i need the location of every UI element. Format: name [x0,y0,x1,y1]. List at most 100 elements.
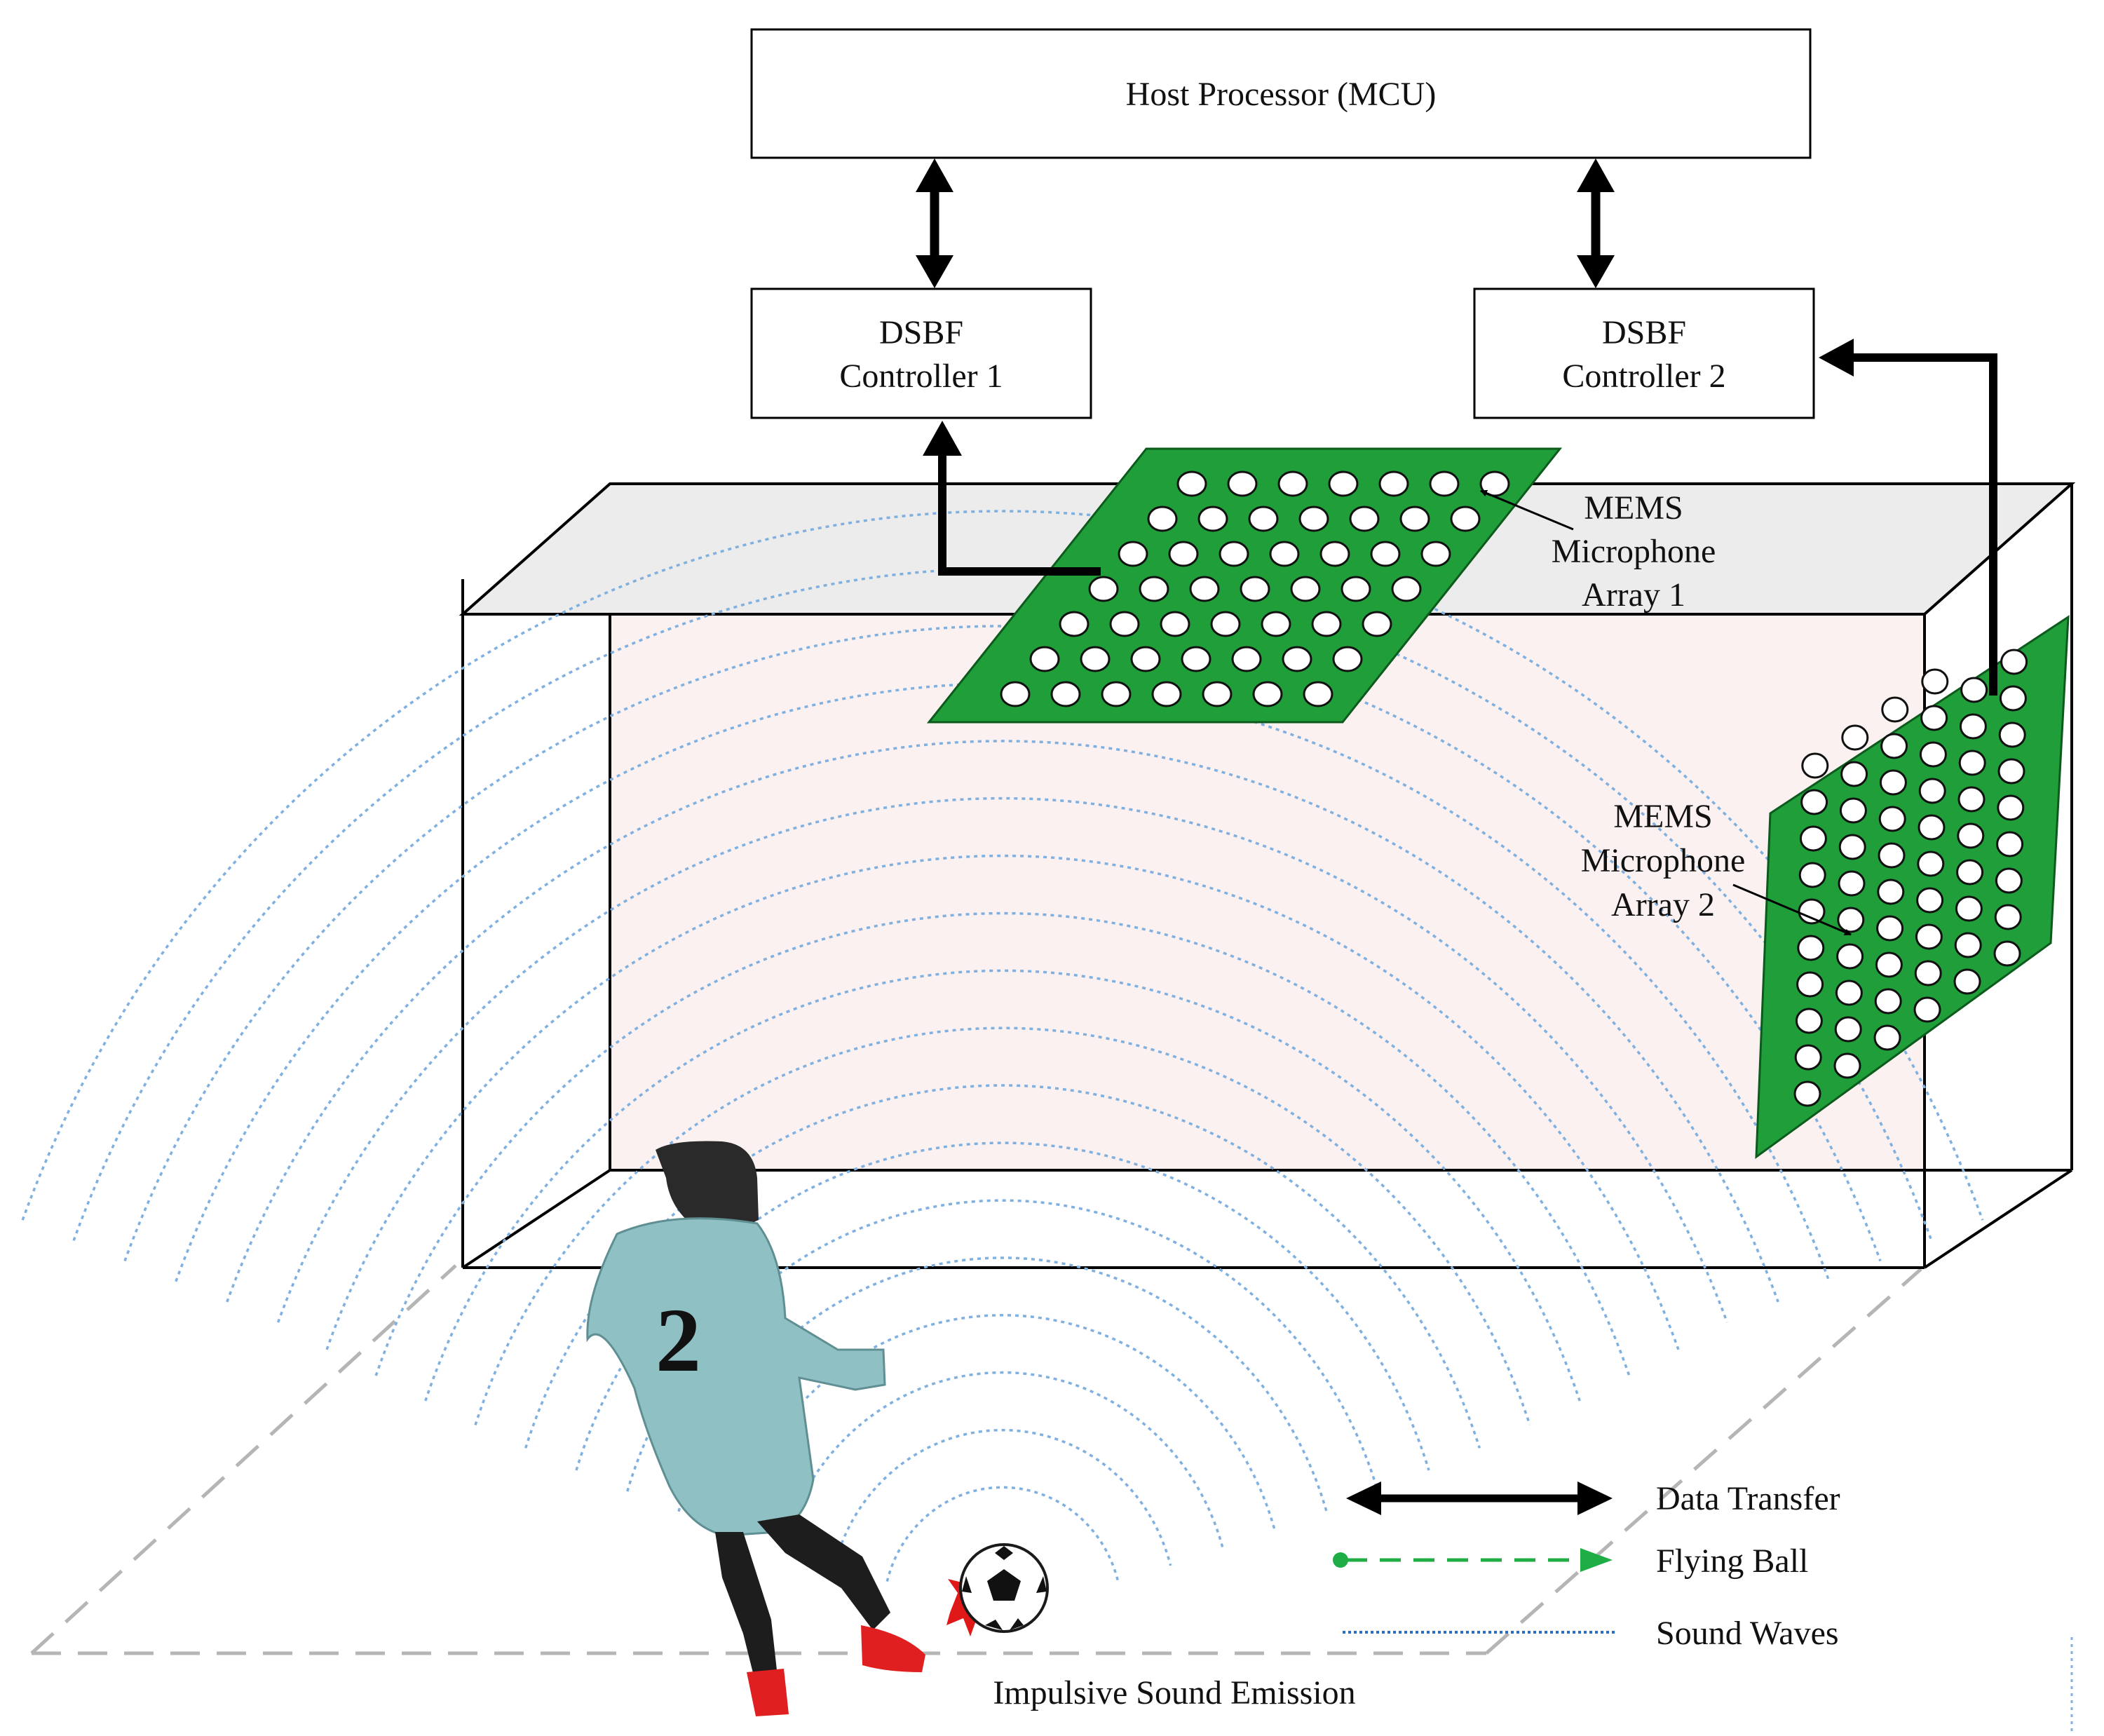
mic-hole [1290,576,1321,602]
mic-hole [1919,741,1947,768]
mic-hole [1999,685,2027,712]
legend-flying-ball-label: Flying Ball [1656,1542,1808,1580]
mic-hole [1248,506,1279,532]
mic-hole [1953,968,1981,995]
mic-hole [1378,470,1409,497]
mic-hole [1959,713,1987,740]
mic-hole [1998,721,2026,748]
mic-hole [1913,996,1941,1023]
soccer-ball-icon [959,1543,1049,1633]
mic-hole [1029,646,1060,672]
mic-hole [1261,611,1291,637]
mic-hole [1915,923,1943,950]
mic-hole [1202,681,1233,707]
mic-hole [1109,611,1140,637]
mic-hole [1050,681,1081,707]
sound-wave-arc [123,625,1882,1262]
impulsive-sound-label: Impulsive Sound Emission [993,1674,1355,1711]
legend-sound-waves-label: Sound Waves [1656,1615,1839,1652]
mic-hole [1797,935,1825,961]
mic-hole [1362,611,1392,637]
mic-holes-array-2 [1793,649,2028,1107]
mic-hole [1795,1008,1823,1034]
mic-hole [1837,907,1865,933]
mic-hole [1227,470,1258,497]
mic-hole [1319,541,1350,567]
mic-hole [1914,960,1942,986]
mic-hole [1838,834,1866,860]
controller-1-line1: DSBF [879,314,963,351]
mic-hole [1793,1080,1821,1107]
array-2-line1: MEMS [1613,798,1712,835]
mic-hole [1878,842,1906,869]
mic-hole [1833,1052,1861,1079]
dsbf-controller-2-block: DSBF Controller 2 [1473,287,1815,419]
mic-hole [1881,696,1909,723]
mic-hole [1151,681,1182,707]
double-arrow-icon [916,158,953,288]
mic-hole [1840,761,1868,787]
mic-hole [1341,576,1371,602]
mic-hole [1118,541,1148,567]
mic-hole [1838,870,1866,897]
mic-hole [1836,943,1864,970]
mic-hole [1798,862,1826,888]
host-processor-label: Host Processor (MCU) [1126,76,1437,113]
mic-hole [1839,797,1867,824]
mic-hole [1269,541,1300,567]
sound-wave-arc [276,796,1729,1323]
mic-hole [1429,470,1460,497]
legend-flying-ball: Flying Ball [1333,1542,1808,1580]
sound-wave-arc [781,1371,1224,1549]
mic-hole [1957,822,1985,849]
array-1-line3: Array 1 [1582,576,1685,613]
array2-to-controller2-arrow [1819,339,1997,696]
mic-hole [1997,794,2025,821]
mic-hole [1160,611,1190,637]
mic-hole [1189,576,1220,602]
mic-hole [1219,541,1249,567]
mic-hole [1996,831,2024,857]
sound-wave-arc [524,1084,1481,1449]
mic-hole [1139,576,1169,602]
mic-hole [1880,733,1908,759]
mic-hole [1877,879,1905,905]
mic-hole [1878,806,1906,832]
legend-data-transfer-label: Data Transfer [1656,1480,1840,1517]
mic-hole [1796,971,1824,998]
array-2-pointer [1732,883,1852,936]
sound-wave-arc [424,969,1581,1402]
mic-hole [1960,677,1988,703]
array-1-line2: Microphone [1552,533,1716,570]
mic-hole [1918,778,1946,804]
mic-hole [1873,1024,1901,1051]
mic-hole [1994,904,2022,930]
mic-hole [1311,611,1342,637]
mic-hole [2000,649,2028,675]
mic-hole [1080,646,1111,672]
mic-hole [1918,814,1946,841]
controller-1-line2: Controller 1 [839,358,1003,395]
array-2-line3: Array 2 [1611,886,1715,923]
mic-hole [1956,859,1984,886]
mic-hole [1874,988,1902,1015]
mic-hole [1252,681,1283,707]
mic-hole [1876,915,1904,942]
mic-hole [1000,681,1031,707]
sound-wave-arc [885,1486,1120,1582]
array-1-label: MEMS Microphone Array 1 [1552,489,1716,613]
mic-hole [1841,724,1869,751]
sound-wave-arc [474,1026,1531,1425]
mic-hole [1147,506,1178,532]
array1-to-controller1-arrow [923,421,1101,576]
ground-field-outline [30,1264,1922,1655]
mic-hole [1798,898,1826,925]
array-1-pointer [1480,489,1574,531]
mic-hole [1917,850,1945,877]
dsbf-controller-1-block: DSBF Controller 1 [750,287,1092,419]
mic-hole [1916,887,1944,914]
mems-array-2 [1755,615,2070,1160]
array-2-label: MEMS Microphone Array 2 [1581,798,1746,923]
legend-sound-waves: Sound Waves [1343,1615,1839,1652]
